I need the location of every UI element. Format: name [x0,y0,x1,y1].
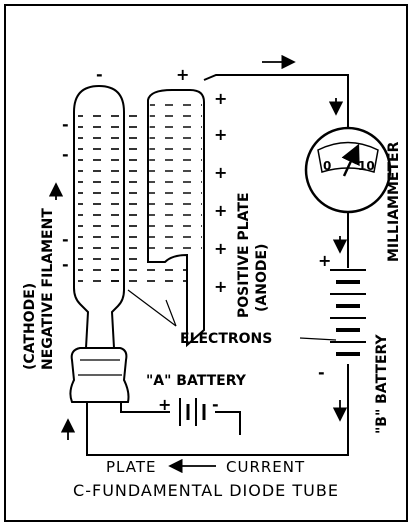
svg-text:+: + [214,239,227,258]
anode-label: (ANODE) [254,244,270,312]
svg-text:-: - [62,115,69,134]
meter-needle [341,143,360,177]
svg-text:-: - [96,65,103,84]
svg-text:-: - [62,255,69,274]
electrons-label: ELECTRONS [180,331,272,347]
svg-text:+: + [318,251,331,270]
b-battery [330,269,366,356]
current-arrows [48,54,348,474]
svg-text:+: + [214,163,227,182]
plate-label: PLATE [106,458,156,476]
svg-text:+: + [214,89,227,108]
svg-text:+: + [214,201,227,220]
electrons-pointers [127,289,337,341]
plate-electrons [148,100,202,255]
circuit-wires [86,74,349,456]
svg-text:+: + [214,125,227,144]
svg-text:+: + [158,395,171,414]
meter-max-label: 10 [358,159,375,173]
current-label: CURRENT [226,458,305,476]
figure-caption: C-FUNDAMENTAL DIODE TUBE [73,481,339,500]
cathode-label: (CATHODE) [22,283,38,370]
negative-filament-label: NEGATIVE FILAMENT [40,208,56,370]
a-battery [179,398,206,426]
svg-text:-: - [62,230,69,249]
electron-stream [110,110,188,282]
positive-plate-label: POSITIVE PLATE [236,192,252,318]
figure-border [4,4,408,522]
svg-text:+: + [176,65,189,84]
b-battery-label: "B" BATTERY [374,333,390,434]
filament-electrons [78,114,122,290]
milliammeter-label: MILLIAMMETER [386,141,402,262]
svg-text:-: - [318,363,325,382]
svg-text:-: - [212,395,219,414]
polarity-signs: + - - - - - + + + + + + + - + - [62,65,331,414]
svg-text:-: - [62,145,69,164]
a-battery-label: "A" BATTERY [146,373,247,389]
milliammeter: 0 10 [304,126,392,214]
svg-text:+: + [214,277,227,296]
meter-min-label: 0 [323,159,331,173]
